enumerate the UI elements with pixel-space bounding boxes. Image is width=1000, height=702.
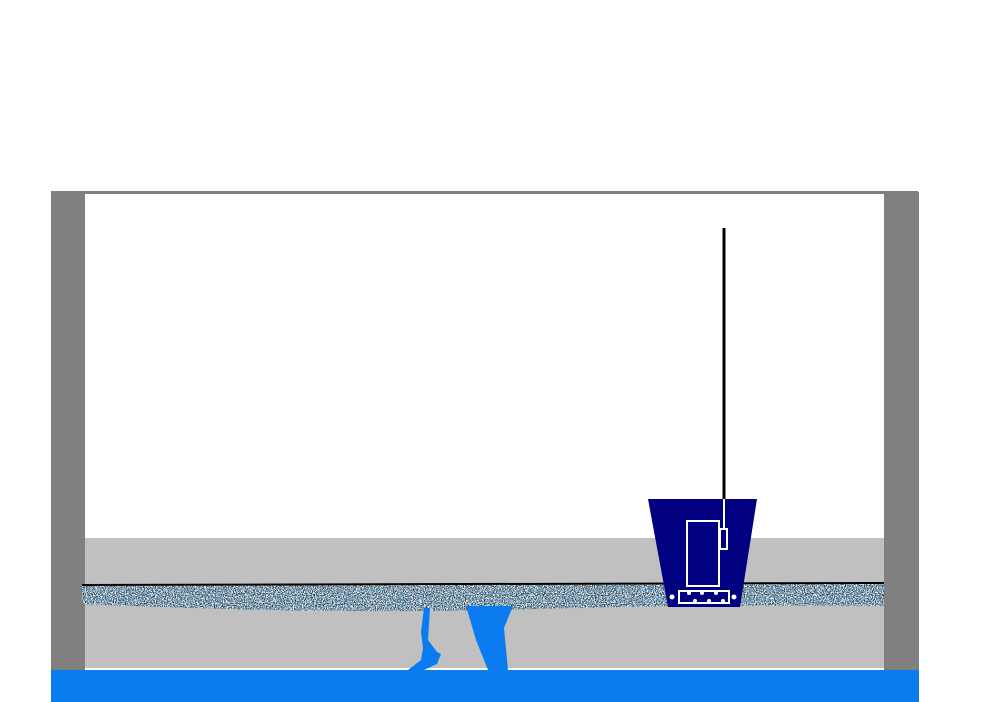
floor-slab bbox=[85, 538, 884, 584]
water-crack-right bbox=[466, 606, 513, 670]
groundwater bbox=[51, 670, 919, 702]
right-foundation-wall bbox=[884, 192, 919, 670]
ceiling-line bbox=[51, 191, 918, 194]
left-foundation-wall bbox=[51, 192, 85, 670]
sump-pump-icon bbox=[686, 520, 720, 587]
pump-base-icon bbox=[678, 590, 730, 604]
water-crack-left bbox=[408, 608, 441, 670]
sump-pit bbox=[648, 228, 757, 607]
